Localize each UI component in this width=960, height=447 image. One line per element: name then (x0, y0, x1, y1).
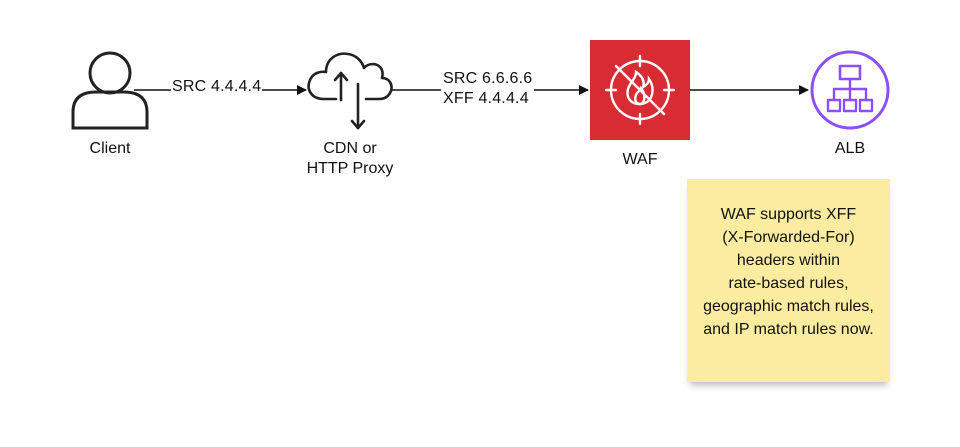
client-label: Client (89, 140, 131, 157)
sticky-note-text: WAF supports XFF (X-Forwarded-For) heade… (703, 205, 874, 338)
edge-label-cdn-to-waf: SRC 6.6.6.6 XFF 4.4.4.4 (441, 69, 535, 109)
sticky-note: WAF supports XFF (X-Forwarded-For) heade… (687, 179, 890, 382)
alb-label: ALB (834, 140, 866, 157)
cdn-label-line2: HTTP Proxy (306, 160, 394, 177)
edge-label-xff: XFF 4.4.4.4 (443, 90, 529, 107)
cloud-upload-download-icon (307, 52, 393, 130)
waf-firewall-icon (590, 40, 690, 140)
edge-label-src: SRC 6.6.6.6 (443, 70, 533, 87)
cdn-label-line1: CDN or (323, 140, 377, 157)
waf-label: WAF (622, 151, 658, 168)
load-balancer-icon (810, 50, 890, 130)
edge-label-client-to-cdn: SRC 4.4.4.4 (171, 77, 263, 96)
cdn-label: CDN or HTTP Proxy (290, 139, 410, 179)
user-icon (71, 51, 149, 130)
